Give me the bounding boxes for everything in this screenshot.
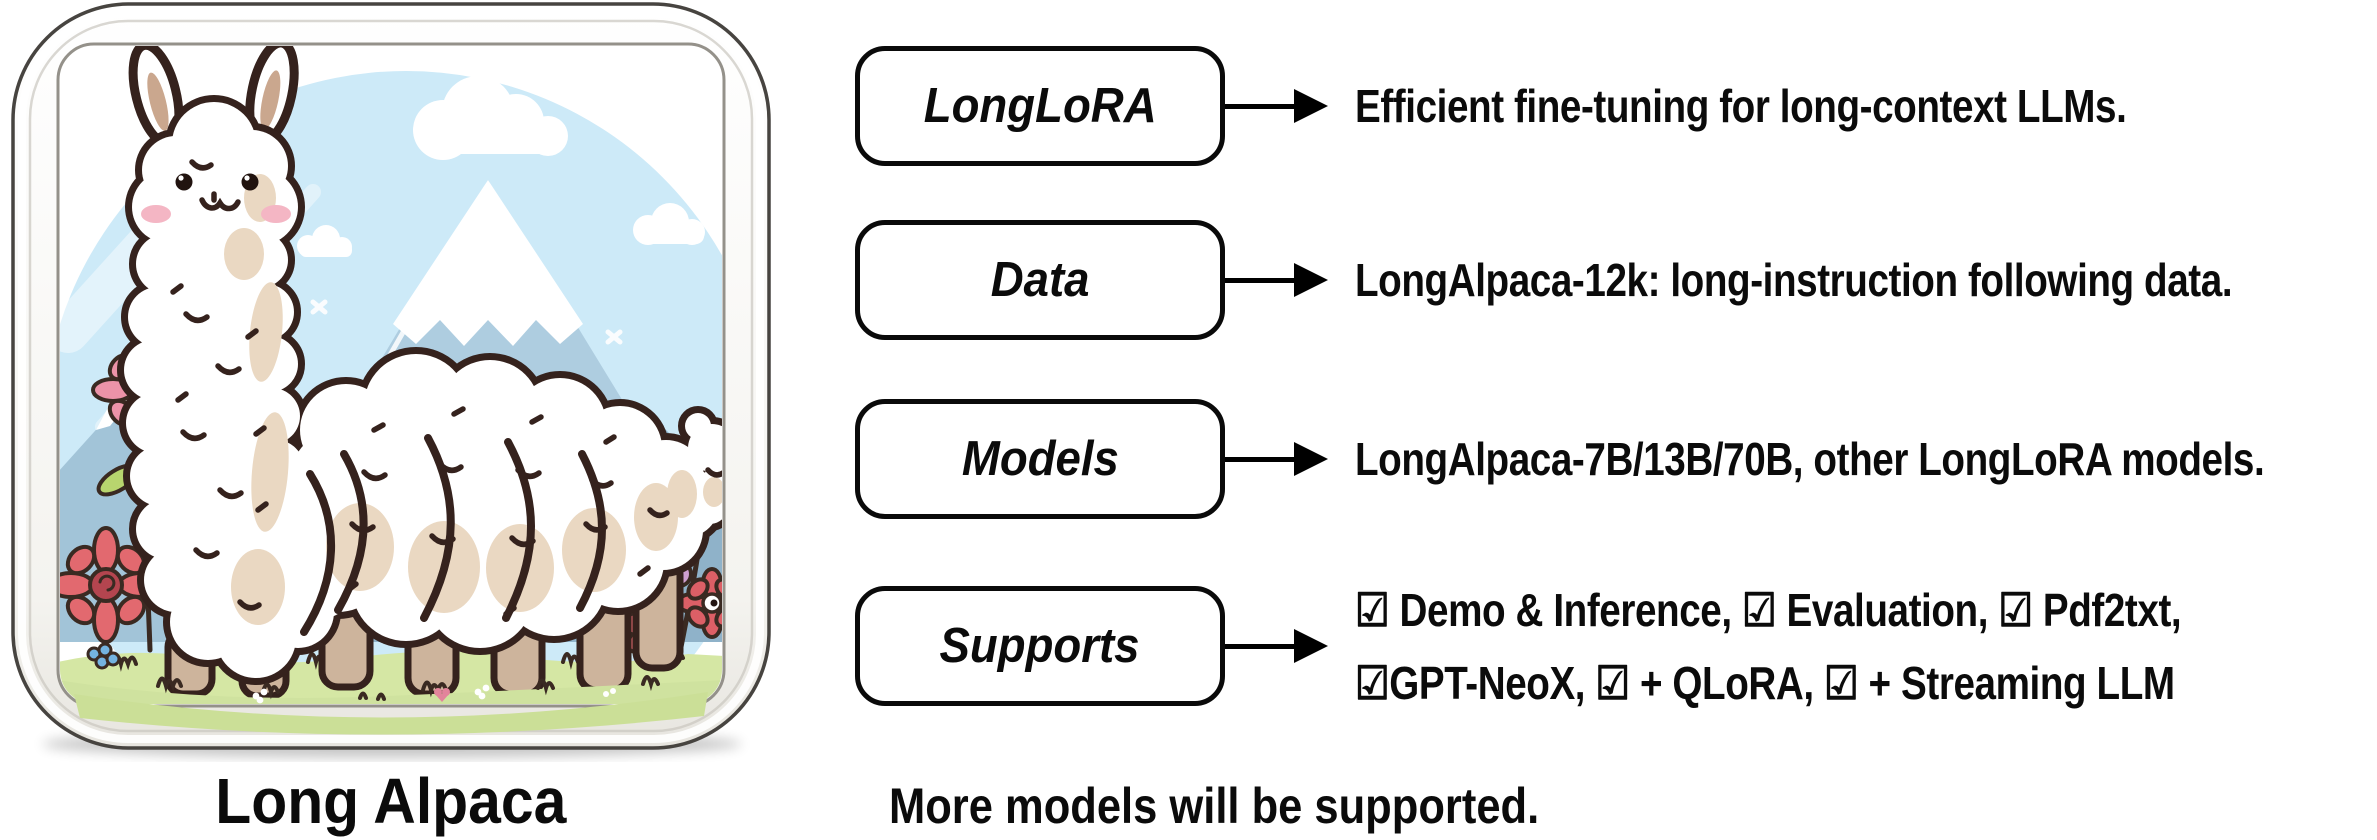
alpaca-ears [128, 46, 299, 148]
grass-daisies [252, 684, 616, 704]
mouth [199, 191, 241, 212]
label-longlora: LongLoRA [923, 79, 1157, 133]
arrow-head-icon [1294, 89, 1328, 123]
meadow-scene [60, 46, 722, 704]
icon-caption: Long Alpaca [8, 768, 774, 836]
alpaca-face [141, 173, 291, 223]
label-models: Models [961, 432, 1119, 486]
grass-foreground [60, 675, 722, 704]
blush [261, 205, 291, 223]
right-eye [241, 173, 259, 191]
label-box-supports: Supports [855, 586, 1225, 706]
alpaca-fluff-detail [170, 159, 722, 617]
label-data: Data [990, 253, 1090, 307]
feature-description-supports-line1: ☑ Demo & Inference, ☑ Evaluation, ☑ Pdf2… [1355, 584, 2182, 636]
red-eye-flower [676, 567, 722, 639]
long-alpaca-icon [8, 2, 774, 762]
grass-hearts [434, 688, 450, 702]
arrow-icon [1225, 104, 1295, 109]
left-eye [175, 173, 193, 191]
cloud [297, 76, 705, 257]
tiny-blue [86, 642, 121, 670]
label-supports: Supports [939, 619, 1140, 673]
feature-description-data: LongAlpaca-12k: long-instruction followi… [1355, 254, 2233, 306]
alpaca [117, 46, 722, 700]
arrow-head-icon [1294, 442, 1328, 476]
arrow-icon [1225, 457, 1295, 462]
icon-caption-text: Long Alpaca [215, 765, 567, 837]
blush [141, 205, 171, 223]
alpaca-illustration [11, 2, 771, 758]
label-box-longlora: LongLoRA [855, 46, 1225, 166]
feature-description-longlora: Efficient fine-tuning for long-context L… [1355, 80, 2127, 132]
arrow-icon [1225, 644, 1295, 649]
feature-description-supports-line2: ☑GPT-NeoX, ☑ + QLoRA, ☑ + Streaming LLM [1355, 657, 2175, 709]
arrow-icon [1225, 278, 1295, 283]
label-box-data: Data [855, 220, 1225, 340]
arrow-head-icon [1294, 263, 1328, 297]
feature-description-models: LongAlpaca-7B/13B/70B, other LongLoRA mo… [1355, 433, 2265, 485]
arrow-head-icon [1294, 629, 1328, 663]
label-box-models: Models [855, 399, 1225, 519]
footer-note: More models will be supported. [889, 778, 1540, 834]
grass-spill [74, 692, 708, 735]
